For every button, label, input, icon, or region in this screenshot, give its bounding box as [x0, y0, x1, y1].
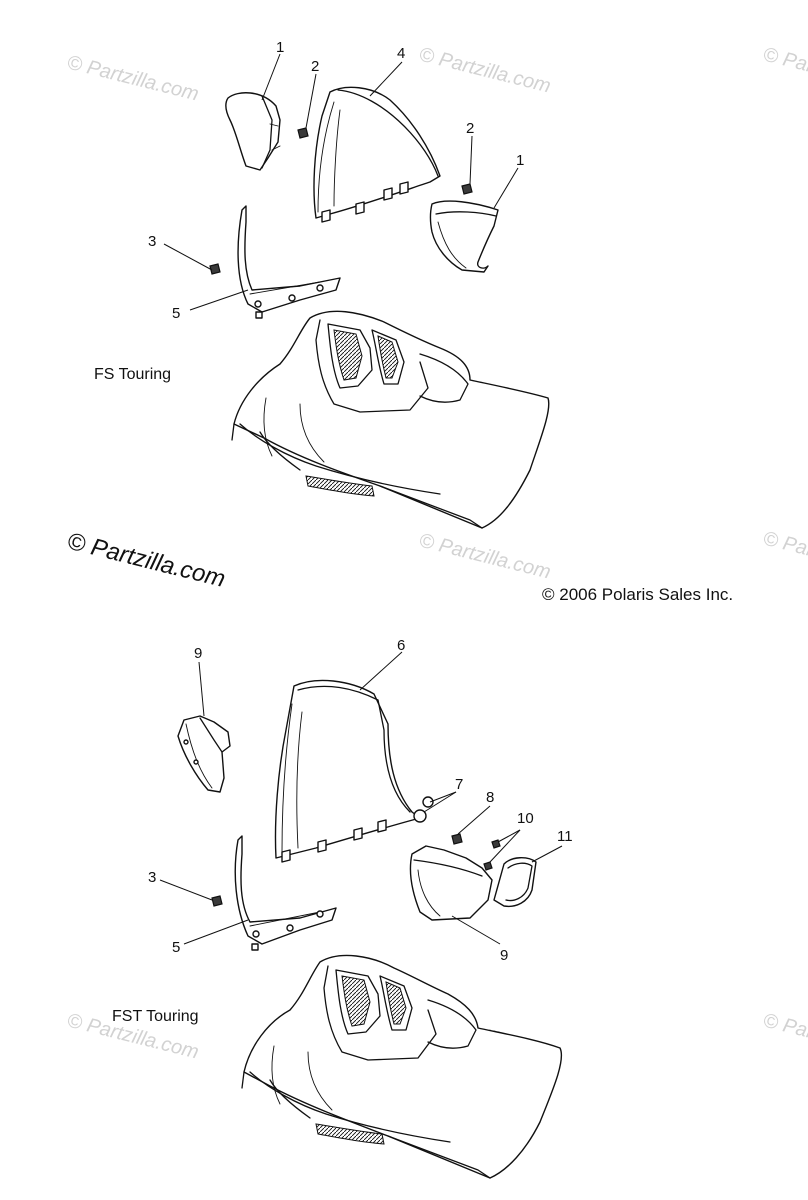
callout-number: 5 [172, 939, 180, 956]
copyright-notice: © 2006 Polaris Sales Inc. [542, 585, 733, 604]
watermark-bold-text: Partzilla.com [88, 534, 228, 593]
variant-label-fs: FS Touring [94, 366, 171, 383]
part-hood-fs [231, 310, 550, 529]
callout-number: 2 [466, 120, 474, 137]
part-deflector-left-fst [177, 715, 231, 793]
callout-number: 1 [276, 39, 284, 56]
callout-number: 3 [148, 233, 156, 250]
watermark-copyright-symbol: © [761, 528, 781, 553]
leaders-fst [159, 651, 563, 945]
callout-number: 5 [172, 305, 180, 322]
watermark-copyright-symbol: © [761, 44, 781, 69]
callout-number: 9 [500, 947, 508, 964]
svg-text:© Partzilla.com: © Partzilla.com [761, 1010, 808, 1064]
part-windshield-fs [313, 86, 441, 223]
part-deflector-left [225, 92, 281, 171]
section-fst-touring: 9 6 7 8 10 11 3 5 9 FST Touring [112, 637, 573, 1179]
callout-number: 9 [194, 645, 202, 662]
callout-number: 8 [486, 789, 494, 806]
part-trim-fst [234, 835, 337, 951]
part-deflector-right-fst [409, 845, 493, 921]
watermark-text: Partzilla.com [780, 532, 808, 581]
callout-number: 10 [517, 810, 534, 827]
part-windshield-fst [274, 679, 421, 863]
callout-number: 1 [516, 152, 524, 169]
part-mirror [493, 857, 537, 908]
callout-number: 3 [148, 869, 156, 886]
callout-number: 6 [397, 637, 405, 654]
variant-label-fst: FST Touring [112, 1008, 199, 1025]
watermark-copyright-symbol: © [65, 52, 85, 77]
watermark-text: Partzilla.com [436, 48, 552, 97]
part-screw-3-fst [211, 895, 223, 907]
part-grommet [413, 796, 434, 823]
part-screw-3-fs [209, 263, 221, 275]
part-screw-8 [451, 833, 463, 845]
part-screw-10 [483, 839, 501, 871]
watermark-text: Partzilla.com [436, 534, 552, 583]
svg-text:© Partzilla.com: © Partzilla.com [761, 44, 808, 98]
watermark-copyright-symbol: © [65, 1010, 85, 1035]
svg-text:© Partzilla.com: © Partzilla.com [65, 528, 228, 593]
watermark-bold-copyright-symbol: © [65, 528, 89, 559]
svg-text:© Partzilla.com: © Partzilla.com [761, 528, 808, 582]
part-hood-fst [241, 954, 562, 1179]
part-deflector-right [429, 200, 499, 273]
svg-text:© Partzilla.com: © Partzilla.com [417, 530, 553, 584]
watermark-text: Partzilla.com [780, 1014, 808, 1063]
section-fs-touring: 1 2 4 2 1 3 5 FS Touring [94, 39, 550, 529]
watermark-text: Partzilla.com [780, 48, 808, 97]
leaders-fs [163, 53, 519, 311]
part-trim-fs [237, 205, 341, 319]
svg-text:© Partzilla.com: © Partzilla.com [65, 52, 201, 106]
callout-number: 4 [397, 45, 405, 62]
watermark-copyright-symbol: © [761, 1010, 781, 1035]
part-screw-right [461, 183, 473, 195]
callout-number: 2 [311, 58, 319, 75]
callout-number: 11 [557, 828, 573, 845]
callout-number: 7 [455, 776, 463, 793]
svg-text:© Partzilla.com: © Partzilla.com [417, 44, 553, 98]
part-screw-left [297, 127, 309, 139]
watermark-copyright-symbol: © [417, 530, 437, 555]
watermark-copyright-symbol: © [417, 44, 437, 69]
watermark-text: Partzilla.com [84, 56, 200, 105]
